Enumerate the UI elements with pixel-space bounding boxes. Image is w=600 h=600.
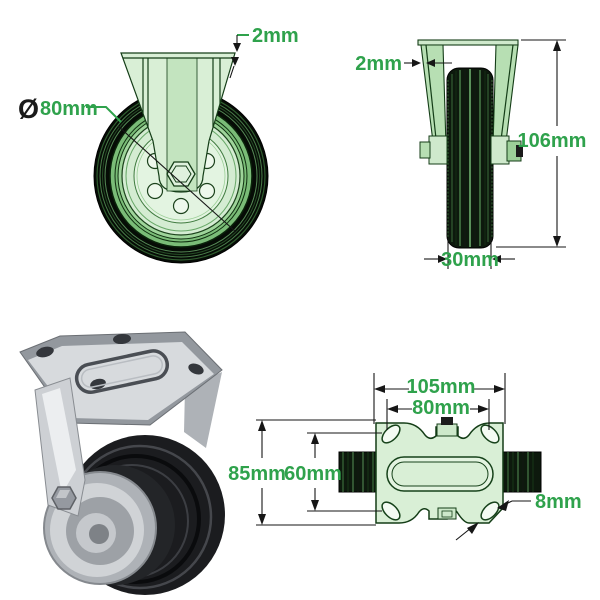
top-view-top-bolt — [436, 423, 458, 437]
front-diameter-dimension: Ø 80mm — [18, 94, 122, 124]
photo-plate-hole — [113, 333, 131, 345]
side-wheel — [446, 67, 494, 249]
front-axle-hex-nut — [166, 161, 196, 187]
side-width-dimension: 30mm — [424, 238, 515, 271]
side-height-dimension: 106mm — [496, 39, 587, 248]
top-plate-depth-dimension: 85mm — [228, 419, 376, 526]
top-plate-depth-label: 85mm — [228, 463, 286, 485]
front-bracket — [120, 52, 236, 193]
top-view-bolt-slot — [480, 501, 500, 521]
side-axle-hardware — [419, 135, 523, 165]
top-view-drawing: 105mm 80mm 85mm — [228, 373, 582, 541]
top-bolt-spacing-depth-label: 60mm — [284, 463, 342, 485]
side-leg-thickness-dimension: 2mm — [355, 53, 452, 75]
top-view-bottom-bolt — [437, 507, 457, 520]
side-view-drawing: 106mm 2mm 30mm — [355, 39, 587, 271]
top-view-bolt-slot — [480, 424, 500, 444]
top-plate-width-dimension: 105mm — [373, 373, 506, 424]
top-bolt-spacing-width-label: 80mm — [412, 397, 470, 419]
top-bolt-spacing-depth-dimension: 60mm — [284, 432, 382, 512]
front-wheel-diameter-label: 80mm — [40, 98, 98, 120]
front-plate-thickness-label: 2mm — [252, 25, 299, 47]
top-view-plate — [375, 417, 504, 524]
top-bolt-hole-diameter-dimension: 8mm — [455, 491, 582, 541]
side-overall-height-label: 106mm — [518, 130, 587, 152]
diameter-symbol: Ø — [18, 94, 39, 124]
product-photo — [19, 331, 225, 595]
front-plate-thickness-dimension: 2mm — [229, 25, 299, 79]
top-bolt-hole-diameter-label: 8mm — [535, 491, 582, 513]
photo-plate-slot — [74, 349, 170, 394]
top-view-bolt-slot — [381, 501, 401, 521]
photo-axle-bolt — [51, 486, 77, 510]
top-plate-width-label: 105mm — [407, 376, 476, 398]
top-bolt-spacing-width-dimension: 80mm — [386, 397, 490, 430]
front-diameter-line — [117, 125, 237, 233]
front-view-drawing: Ø 80mm 2mm — [18, 25, 299, 264]
side-leg-thickness-label: 2mm — [355, 53, 402, 75]
top-view-wheel-treads — [338, 451, 542, 493]
side-wheel-width-label: 30mm — [441, 249, 499, 271]
photo-plate-hole — [36, 346, 54, 358]
photo-plate-hole — [188, 363, 204, 375]
photo-front-fork-leg — [34, 377, 86, 517]
